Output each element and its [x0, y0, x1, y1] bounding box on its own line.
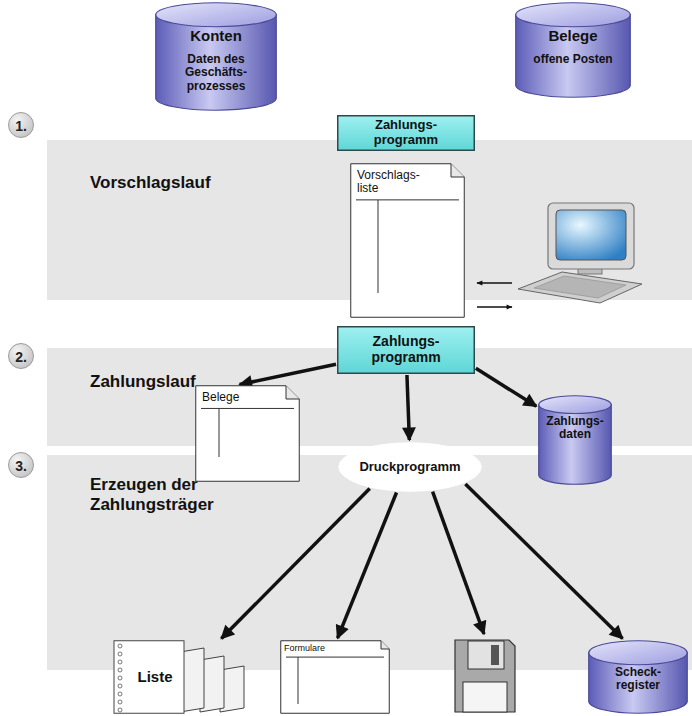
phase-title: Vorschlagslauf: [90, 173, 390, 193]
sheet-column: [298, 657, 299, 704]
sheet-outline: [351, 164, 465, 318]
document-sheet: Vorschlags- liste: [350, 163, 465, 318]
feed-hole: [118, 668, 122, 672]
node-body: Zahlungs- daten: [542, 415, 608, 474]
database-cylinder: Belege offene Posten: [515, 2, 631, 98]
fanfold-list-outline: [112, 640, 252, 714]
node-body: Scheck- register: [592, 666, 684, 700]
node-label: Scheck- register: [592, 666, 684, 693]
cylinder-cap: [156, 3, 277, 27]
node-label: Formulare: [284, 643, 325, 653]
node-label: Belege: [548, 28, 597, 45]
fanfold-front: [114, 641, 184, 714]
feed-hole: [118, 684, 122, 688]
node-label: Zahlungs- programm: [343, 118, 469, 147]
sheet-fold: [381, 641, 389, 649]
cylinder-cap: [516, 3, 631, 27]
feed-hole: [118, 644, 122, 648]
program-box-fill: [338, 327, 475, 374]
floppy-label: [463, 682, 507, 712]
sheet-rule: [356, 199, 459, 200]
feed-hole: [118, 652, 122, 656]
feed-hole: [118, 692, 122, 696]
database-cylinder-outline: [515, 2, 631, 98]
program-box: Zahlungs- programm: [337, 326, 475, 374]
node-label: Belege: [202, 391, 239, 404]
program-box-fill: [338, 116, 475, 151]
step-number: 1.: [8, 112, 34, 138]
feed-hole: [118, 676, 122, 680]
sheet-rule: [201, 408, 294, 409]
dialog-arrow: [477, 306, 512, 308]
feed-hole: [118, 660, 122, 664]
step-number: 3.: [8, 452, 34, 478]
form-sheet: Formulare: [280, 640, 390, 714]
feed-hole: [118, 708, 122, 712]
ellipse-outline: [339, 443, 482, 492]
program-box: Zahlungs- programm: [337, 115, 475, 151]
phase-band: 1.Vorschlagslauf: [0, 140, 692, 300]
phase-band: 3.Erzeugen der Zahlungsträger: [0, 455, 692, 670]
node-label: Zahlungs- programm: [343, 334, 469, 365]
node-label: Zahlungs- daten: [542, 415, 608, 442]
node-body: Belege: [202, 391, 284, 476]
database-cylinder: Zahlungs- daten: [538, 395, 612, 485]
node-body: Formulare: [284, 643, 378, 710]
step-number: 2.: [8, 343, 34, 369]
sheet-rule: [286, 657, 384, 658]
fanfold-list: Liste: [112, 640, 252, 714]
sheet-fold: [286, 386, 299, 399]
node-description: offene Posten: [533, 53, 612, 66]
node-description: Daten des Geschäfts- prozesses: [159, 53, 273, 93]
database-cylinder: Scheck- register: [588, 640, 688, 714]
document-sheet: Belege: [195, 385, 300, 482]
sheet-column: [378, 200, 379, 293]
sheet-fold: [451, 164, 464, 177]
sheet-outline: [196, 386, 300, 482]
node-label: Konten: [190, 28, 242, 45]
database-cylinder: KontenDaten des Geschäfts- prozesses: [155, 2, 277, 111]
cylinder-cap: [539, 396, 612, 414]
program-ellipse: Druckprogramm: [338, 442, 482, 492]
node-body: Zahlungs- programm: [343, 329, 469, 371]
node-body: Liste: [126, 658, 184, 696]
node-body: Vorschlags- liste: [357, 169, 449, 312]
node-body: Belege offene Posten: [519, 28, 627, 84]
node-body: KontenDaten des Geschäfts- prozesses: [159, 28, 273, 97]
sheet-column: [219, 408, 220, 457]
node-label: Liste: [137, 669, 172, 686]
cylinder-body: [539, 404, 612, 484]
feed-hole: [118, 700, 122, 704]
cylinder-body: [156, 14, 277, 110]
node-label: Vorschlags- liste: [357, 169, 435, 196]
node-body: Druckprogramm: [352, 446, 468, 488]
cylinder-cap: [589, 641, 688, 665]
node-body: Zahlungs- programm: [343, 118, 469, 148]
node-label: Druckprogramm: [359, 460, 460, 475]
sheet-outline: [281, 641, 390, 714]
